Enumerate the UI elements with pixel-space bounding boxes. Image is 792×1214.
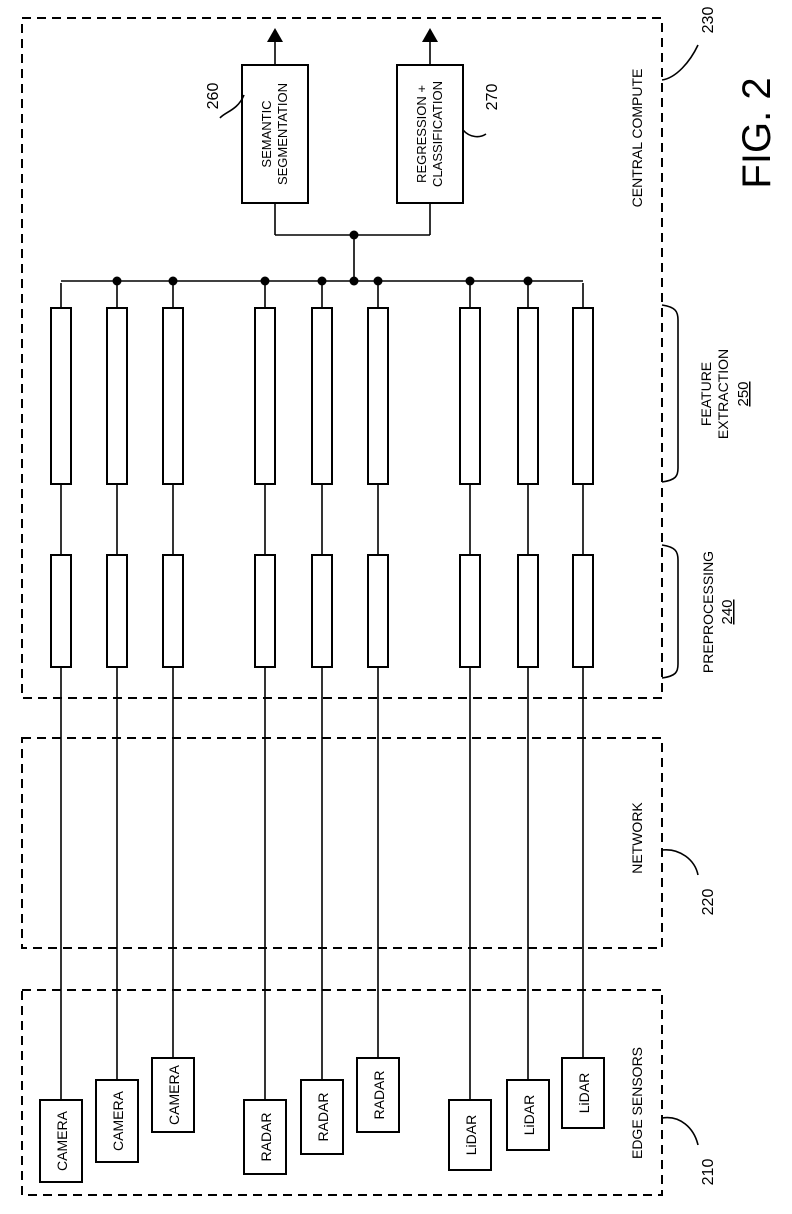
feature-extraction-bracket xyxy=(661,304,679,483)
ref-220: 220 xyxy=(700,889,717,916)
ref-leader-230 xyxy=(661,44,699,81)
feature-extraction-blocks xyxy=(50,307,594,485)
edge-sensors-boundary xyxy=(21,989,663,1196)
preprocessing-ref: 240 xyxy=(719,599,736,624)
feature-extraction-block xyxy=(367,307,389,485)
feature-extraction-block xyxy=(50,307,72,485)
regression-label-line2: CLASSIFICATION xyxy=(430,81,445,187)
sensor-label: RADAR xyxy=(258,1112,274,1161)
sensor-box xyxy=(448,1099,492,1171)
sensor-label: LiDAR xyxy=(463,1115,479,1155)
edge-sensors-label: EDGE SENSORS xyxy=(629,1047,645,1159)
preprocessing-block xyxy=(572,554,594,668)
sensor-boxes xyxy=(39,1057,605,1183)
semantic-label-line2: SEGMENTATION xyxy=(275,83,290,185)
feature-extraction-block xyxy=(106,307,128,485)
preprocessing-block xyxy=(517,554,539,668)
feature-extraction-block xyxy=(572,307,594,485)
semantic-segmentation-box xyxy=(241,64,309,204)
ref-leader-210 xyxy=(661,1116,699,1146)
ref-leader-220 xyxy=(661,849,699,876)
sensor-label: RADAR xyxy=(371,1070,387,1119)
sensor-label: CAMERA xyxy=(110,1090,126,1151)
regression-label-line1: REGRESSION + xyxy=(414,85,429,183)
sensor-label: LiDAR xyxy=(576,1073,592,1113)
preprocessing-label: PREPROCESSING xyxy=(700,551,716,673)
preprocessing-bracket xyxy=(661,544,679,679)
sensor-box xyxy=(356,1057,400,1133)
sensor-box xyxy=(151,1057,195,1133)
feature-extraction-ref: 250 xyxy=(735,381,752,406)
sensor-labels: CAMERA CAMERA CAMERA RADAR RADAR RADAR L… xyxy=(54,1064,592,1171)
feature-extraction-block xyxy=(254,307,276,485)
network-label: NETWORK xyxy=(629,802,645,874)
central-compute-boundary xyxy=(21,17,663,699)
preprocessing-block xyxy=(459,554,481,668)
sensor-box xyxy=(95,1079,139,1163)
figure-label: FIG. 2 xyxy=(735,77,779,188)
feature-extraction-label-line1: FEATURE xyxy=(698,362,714,426)
ref-260: 260 xyxy=(205,83,222,110)
sensor-label: CAMERA xyxy=(166,1064,182,1125)
sensor-box xyxy=(243,1099,287,1175)
sensor-label: RADAR xyxy=(315,1092,331,1141)
feature-extraction-label-line2: EXTRACTION xyxy=(715,349,731,439)
sensor-box xyxy=(506,1079,550,1151)
preprocessing-block xyxy=(106,554,128,668)
feature-extraction-block xyxy=(162,307,184,485)
sensor-box xyxy=(561,1057,605,1129)
ref-210: 210 xyxy=(700,1159,717,1186)
central-compute-label: CENTRAL COMPUTE xyxy=(629,69,645,208)
preprocessing-block xyxy=(162,554,184,668)
ref-leader-270 xyxy=(462,129,487,138)
ref-270: 270 xyxy=(484,84,501,111)
feature-extraction-block xyxy=(459,307,481,485)
regression-classification-box xyxy=(396,64,464,204)
output-arrows xyxy=(267,28,438,65)
feature-extraction-block xyxy=(311,307,333,485)
preprocessing-block xyxy=(367,554,389,668)
sensor-box xyxy=(300,1079,344,1155)
preprocessing-block xyxy=(254,554,276,668)
sensor-box xyxy=(39,1099,83,1183)
ref-230: 230 xyxy=(700,7,717,34)
preprocessing-block xyxy=(311,554,333,668)
ref-leader-260 xyxy=(219,94,245,119)
feature-extraction-block xyxy=(517,307,539,485)
preprocessing-block xyxy=(50,554,72,668)
network-boundary xyxy=(21,737,663,949)
fusion-bus xyxy=(61,203,583,286)
sensor-label: CAMERA xyxy=(54,1110,70,1171)
sensor-label: LiDAR xyxy=(521,1095,537,1135)
semantic-label-line1: SEMANTIC xyxy=(259,100,274,167)
preprocessing-blocks xyxy=(50,554,594,668)
